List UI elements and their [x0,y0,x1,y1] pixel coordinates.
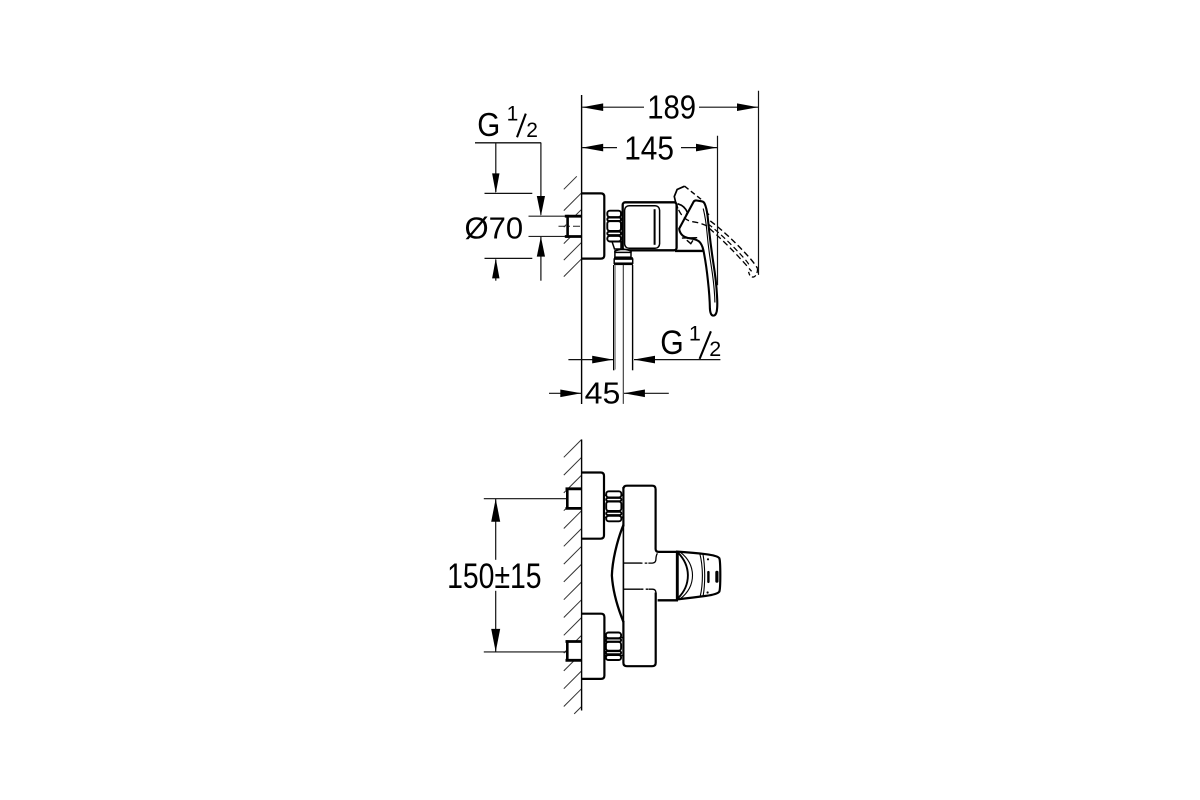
svg-text:1: 1 [507,102,519,125]
svg-text:2: 2 [526,119,538,142]
svg-text:150±15: 150±15 [447,557,541,596]
svg-text:45: 45 [585,376,621,411]
svg-text:1: 1 [689,321,701,345]
svg-text:G: G [477,106,500,143]
svg-text:2: 2 [709,337,721,361]
svg-text:G: G [660,324,684,362]
svg-text:189: 189 [647,89,696,126]
svg-text:Ø70: Ø70 [465,211,524,246]
svg-text:145: 145 [624,130,674,167]
